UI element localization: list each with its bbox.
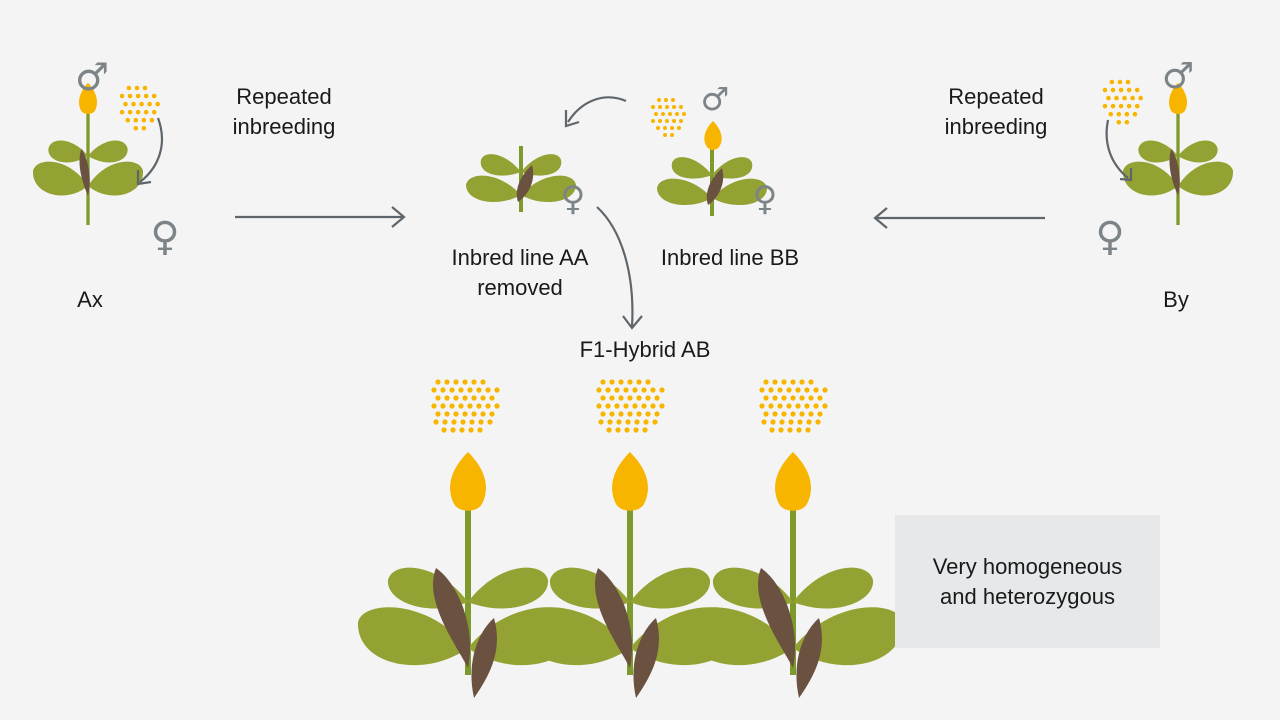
hybrid-pollen-1	[431, 379, 500, 433]
cross-arrow-bb-to-aa	[567, 96, 627, 123]
pollen-cluster-bb	[651, 98, 686, 137]
pollination-arrow-by	[1105, 119, 1129, 179]
male-symbol-bb: ♂	[701, 80, 730, 118]
label-ax: Ax	[77, 287, 103, 312]
female-symbol-by: ♀	[1095, 214, 1124, 260]
male-symbol-by: ♂	[1162, 56, 1194, 97]
label-inbred-bb: Inbred line BB	[660, 245, 800, 270]
label-inbred-aa: Inbred line AA removed	[451, 245, 589, 300]
hybrid-pollen-2	[596, 379, 665, 433]
label-inbreeding-left: Repeated inbreeding	[232, 84, 336, 139]
arrow-right-to-center	[873, 207, 1045, 229]
female-symbol-ax: ♀	[150, 214, 179, 260]
pollination-arrowhead-ax	[136, 170, 152, 186]
inbred-plant-aa	[466, 146, 576, 212]
female-symbol-bb: ♀	[753, 179, 778, 219]
label-by: By	[1163, 287, 1189, 312]
note-text: Very homogeneous and heterozygous	[932, 553, 1123, 609]
hybrid-pollen-3	[759, 379, 828, 433]
pollination-arrowhead-by	[1119, 168, 1133, 182]
male-symbol-ax: ♂	[75, 55, 109, 99]
hybrid-plant-1	[357, 452, 579, 698]
parent-plant-by	[1122, 82, 1234, 226]
label-inbreeding-right: Repeated inbreeding	[944, 84, 1048, 139]
female-symbol-aa: ♀	[561, 179, 586, 219]
hybrid-plant-2	[519, 452, 741, 698]
pollen-cluster-by	[1102, 79, 1143, 125]
arrow-left-to-center	[235, 206, 406, 228]
arrow-to-hybrid	[596, 206, 634, 328]
hybrid-plant-3	[682, 452, 904, 698]
pollen-cluster-ax	[119, 85, 160, 131]
arrowhead-to-hybrid	[622, 315, 643, 330]
pollination-arrow-ax	[139, 117, 163, 183]
cross-arrowhead-bb-to-aa	[564, 110, 580, 128]
inbred-plant-bb	[657, 121, 767, 216]
label-f1-hybrid: F1-Hybrid AB	[579, 337, 711, 362]
note-box: Very homogeneous and heterozygous	[895, 515, 1160, 648]
